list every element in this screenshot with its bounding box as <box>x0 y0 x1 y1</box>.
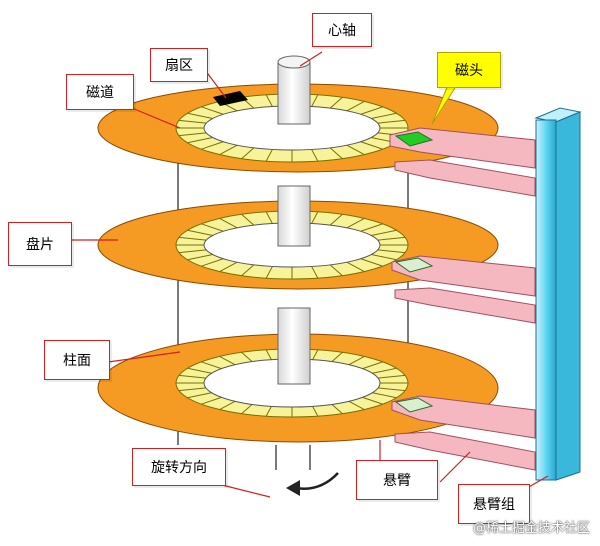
sector-divider <box>377 387 406 392</box>
heads <box>394 131 434 413</box>
sector-divider <box>178 387 207 392</box>
head-bottom <box>394 397 434 413</box>
sector-divider <box>201 396 224 405</box>
sector-divider <box>201 361 224 370</box>
rotation-arrow <box>295 472 339 490</box>
sector-divider <box>377 374 406 379</box>
label-head: 磁头 <box>437 52 501 88</box>
head-active <box>394 131 434 147</box>
arm-top-lower <box>394 159 536 197</box>
sector-divider <box>219 144 238 156</box>
sector-divider <box>371 112 397 119</box>
sector-divider <box>329 213 343 226</box>
sector-divider <box>371 367 397 374</box>
label-rotation: 旋转方向 <box>132 448 226 486</box>
head-middle <box>394 257 434 273</box>
sector-divider <box>311 266 319 279</box>
sector-divider <box>178 249 207 254</box>
sector-divider <box>178 374 207 379</box>
spindle <box>277 55 311 385</box>
sector-divider <box>329 147 343 160</box>
sector-divider <box>311 211 319 224</box>
sector-divider <box>178 119 207 124</box>
arm-assembly-column <box>534 107 582 481</box>
sector-divider <box>265 149 273 162</box>
sector-divider <box>219 399 238 411</box>
sector-divider <box>346 261 365 273</box>
sector-divider <box>360 258 383 267</box>
sector-divider <box>360 396 383 405</box>
rotation-arrowhead <box>286 480 300 496</box>
sector-divider <box>346 100 365 112</box>
sector-divider <box>241 147 255 160</box>
sector-divider <box>377 249 406 254</box>
sector-divider <box>346 355 365 367</box>
sector-divider <box>265 266 273 279</box>
sector-divider <box>178 236 207 241</box>
sector-divider <box>201 258 224 267</box>
sector-divider <box>360 361 383 370</box>
label-arm: 悬臂 <box>356 460 438 500</box>
sector-divider <box>371 229 397 236</box>
sector-divider <box>371 392 397 399</box>
sector-divider <box>329 264 343 277</box>
sector-divider <box>360 141 383 150</box>
sector-divider <box>360 223 383 232</box>
sector-divider <box>265 94 273 107</box>
sector-divider <box>178 132 207 137</box>
sector-divider <box>219 261 238 273</box>
sector-divider <box>201 141 224 150</box>
sector-divider <box>377 236 406 241</box>
sector-divider <box>201 223 224 232</box>
sector-divider <box>265 211 273 224</box>
sector-divider <box>187 254 213 261</box>
label-spindle: 心轴 <box>312 13 372 47</box>
sector-divider <box>311 149 319 162</box>
arm-middle-lower <box>394 287 536 324</box>
sector-divider <box>187 112 213 119</box>
sector-marked <box>213 91 248 106</box>
sector-divider <box>377 119 406 124</box>
sector-divider <box>241 213 255 226</box>
label-platter: 盘片 <box>8 222 72 266</box>
sector-divider <box>219 355 238 367</box>
sector-divider <box>219 217 238 229</box>
platter-top <box>97 83 499 173</box>
sector-divider <box>187 367 213 374</box>
sector-divider <box>329 96 343 109</box>
label-arm-assembly: 悬臂组 <box>458 484 530 524</box>
arm-bottom-lower <box>394 431 536 471</box>
label-cylinder: 柱面 <box>44 340 110 380</box>
sector-divider <box>311 94 319 107</box>
sector-divider <box>187 229 213 236</box>
label-sector: 扇区 <box>150 48 208 82</box>
sector-divider <box>346 217 365 229</box>
sector-divider <box>346 144 365 156</box>
sector-divider <box>201 106 224 115</box>
sector-divider <box>241 264 255 277</box>
watermark: @稀土掘金技术社区 <box>472 521 590 536</box>
sector-divider <box>187 137 213 144</box>
label-track: 磁道 <box>66 74 134 110</box>
sector-divider <box>360 106 383 115</box>
sector-divider <box>346 399 365 411</box>
sector-divider <box>371 254 397 261</box>
sector-divider <box>187 392 213 399</box>
